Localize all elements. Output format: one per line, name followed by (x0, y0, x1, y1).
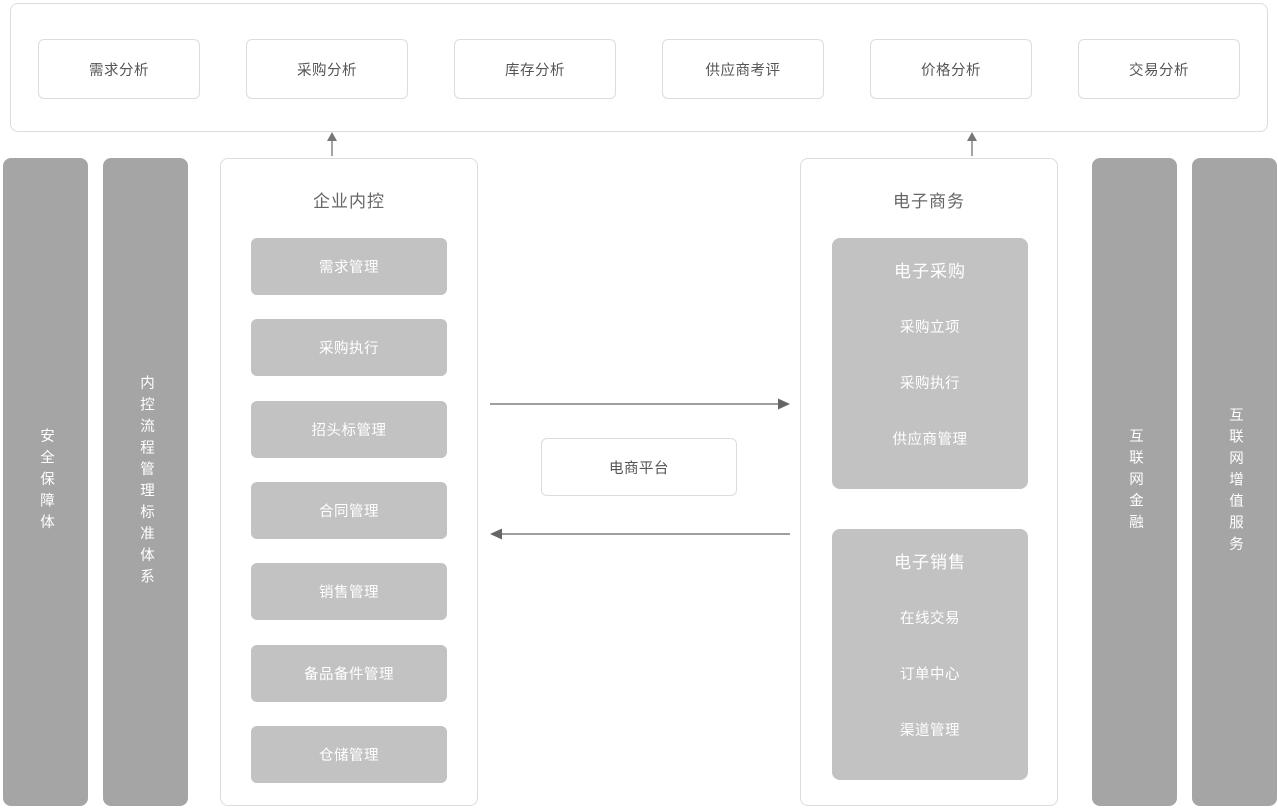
internal-control-item-list: 需求管理 采购执行 招头标管理 合同管理 销售管理 备品备件管理 仓储管理 (251, 238, 447, 783)
ecommerce-group-sales: 电子销售 在线交易 订单中心 渠道管理 (832, 529, 1028, 780)
ecommerce-item-procurement-execution[interactable]: 采购执行 (900, 375, 960, 392)
item-label: 采购执行 (319, 341, 379, 358)
item-label: 合同管理 (319, 503, 379, 520)
analytics-panel: 需求分析 采购分析 库存分析 供应商考评 价格分析 交易分析 (10, 3, 1268, 132)
side-bar-control-process[interactable]: 内控流程管理标准体系 (103, 158, 188, 806)
side-bar-security[interactable]: 安全保障体 (3, 158, 88, 806)
side-bar-label: 安全保障体 (38, 428, 54, 536)
analytics-card-supplier-evaluation[interactable]: 供应商考评 (662, 39, 824, 99)
side-bar-label: 内控流程管理标准体系 (138, 374, 154, 590)
group-title: 电子销售 (894, 553, 966, 572)
analytics-card-label: 采购分析 (297, 62, 357, 79)
item-label: 仓储管理 (319, 747, 379, 764)
panel-internal-control: 企业内控 需求管理 采购执行 招头标管理 合同管理 销售管理 备品备件管理 仓储… (220, 158, 478, 806)
internal-control-item-procurement-execution[interactable]: 采购执行 (251, 319, 447, 377)
internal-control-item-spare-parts-management[interactable]: 备品备件管理 (251, 644, 447, 702)
ecommerce-group-procurement: 电子采购 采购立项 采购执行 供应商管理 (832, 238, 1028, 489)
arrow-up-icon (967, 132, 977, 156)
arrow-right-icon (490, 398, 790, 410)
ecommerce-item-channel-management[interactable]: 渠道管理 (900, 723, 960, 740)
side-bar-internet-value-added-services[interactable]: 互联网增值服务 (1192, 158, 1277, 806)
analytics-card-transaction[interactable]: 交易分析 (1078, 39, 1240, 99)
group-item-list: 采购立项 采购执行 供应商管理 (832, 298, 1028, 467)
platform-box[interactable]: 电商平台 (541, 438, 737, 496)
platform-label: 电商平台 (609, 460, 669, 477)
item-label: 备品备件管理 (304, 666, 394, 683)
item-label: 需求管理 (319, 260, 379, 276)
analytics-card-label: 库存分析 (505, 62, 565, 79)
ecommerce-item-supplier-management[interactable]: 供应商管理 (892, 432, 968, 449)
arrow-up-icon (327, 132, 337, 156)
side-bar-label: 互联网增值服务 (1227, 406, 1243, 558)
analytics-card-price[interactable]: 价格分析 (870, 39, 1032, 99)
panel-title-internal-control: 企业内控 (313, 192, 385, 211)
panel-title-ecommerce: 电子商务 (893, 192, 965, 211)
internal-control-item-warehouse-management[interactable]: 仓储管理 (251, 725, 447, 783)
ecommerce-item-order-center[interactable]: 订单中心 (900, 666, 960, 683)
internal-control-item-contract-management[interactable]: 合同管理 (251, 481, 447, 539)
internal-control-item-demand-management[interactable]: 需求管理 (251, 238, 447, 295)
ecommerce-item-procurement-initiation[interactable]: 采购立项 (900, 319, 960, 336)
side-bar-label: 互联网金融 (1127, 428, 1143, 536)
analytics-card-label: 需求分析 (89, 62, 149, 79)
panel-ecommerce: 电子商务 电子采购 采购立项 采购执行 供应商管理 电子销售 在线交易 订单中心… (800, 158, 1058, 806)
analytics-card-demand[interactable]: 需求分析 (38, 39, 200, 99)
side-bar-internet-finance[interactable]: 互联网金融 (1092, 158, 1177, 806)
analytics-card-procurement[interactable]: 采购分析 (246, 39, 408, 99)
internal-control-item-bidding-management[interactable]: 招头标管理 (251, 400, 447, 458)
internal-control-item-sales-management[interactable]: 销售管理 (251, 563, 447, 621)
item-label: 销售管理 (319, 585, 379, 602)
analytics-card-row: 需求分析 采购分析 库存分析 供应商考评 价格分析 交易分析 (11, 39, 1267, 99)
analytics-card-label: 价格分析 (921, 62, 981, 79)
analytics-card-label: 供应商考评 (705, 62, 781, 79)
group-item-list: 在线交易 订单中心 渠道管理 (832, 589, 1028, 758)
group-title: 电子采购 (894, 262, 966, 281)
analytics-card-label: 交易分析 (1129, 62, 1189, 79)
analytics-card-inventory[interactable]: 库存分析 (454, 39, 616, 99)
ecommerce-item-online-trading[interactable]: 在线交易 (900, 610, 960, 627)
item-label: 招头标管理 (311, 422, 387, 439)
arrow-left-icon (490, 528, 790, 540)
